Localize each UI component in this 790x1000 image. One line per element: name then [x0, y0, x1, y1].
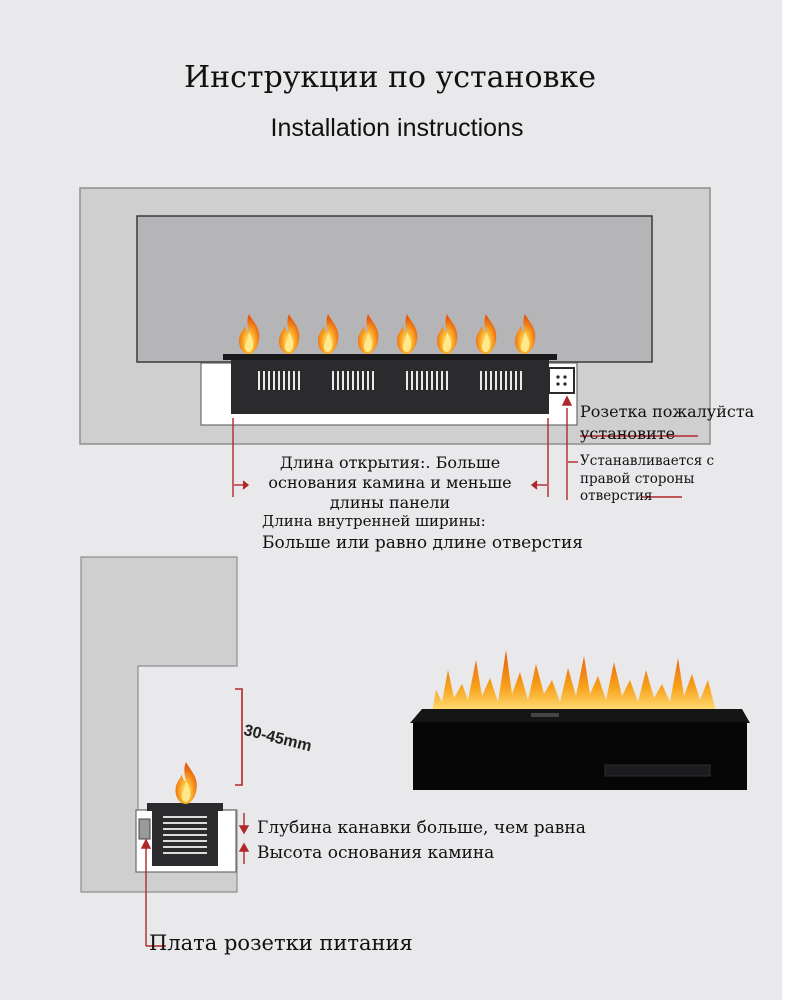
product-render: [410, 650, 750, 790]
inner-width-line2: Больше или равно длине отверстия: [262, 533, 583, 553]
right-side-line3: отверстия: [580, 488, 653, 504]
product-flames: [432, 650, 716, 712]
fireplace-top-edge: [223, 354, 557, 360]
side-unit: [152, 810, 218, 866]
right-side-line2: правой стороны: [580, 471, 695, 487]
vent-icon: [406, 371, 448, 390]
product-handle: [531, 713, 559, 717]
title-ru: Инструкции по установке: [184, 60, 596, 95]
socket-icon: [548, 367, 575, 394]
vent-icon: [480, 371, 522, 390]
socket-label-line1: Розетка пожалуйста: [580, 402, 755, 421]
product-body: [413, 722, 747, 790]
inner-width-line1: Длина внутренней ширины:: [262, 512, 486, 530]
vent-icon: [258, 371, 300, 390]
side-unit-top: [147, 803, 223, 811]
vent-icon: [332, 371, 374, 390]
product-window: [604, 764, 711, 777]
front-view-diagram: [79, 187, 711, 500]
groove-depth-line2: Высота основания камина: [257, 843, 495, 863]
power-board-box: [138, 818, 151, 840]
opening-length-line1: Длина открытия:. Больше: [279, 453, 501, 472]
gap-bracket: [235, 688, 243, 786]
right-side-line1: Устанавливается с: [580, 453, 715, 469]
glass-panel: [136, 215, 653, 363]
power-board-label: Плата розетки питания: [149, 931, 413, 955]
vent-grilles: [258, 371, 522, 390]
flame-icon: [175, 762, 197, 804]
vent-icon: [163, 816, 207, 854]
groove-depth-line1: Глубина канавки больше, чем равна: [257, 818, 586, 838]
title-en: Installation instructions: [270, 114, 524, 142]
product-lid: [410, 709, 750, 723]
opening-length-line3: длины панели: [329, 493, 451, 512]
dimension-markers: [232, 395, 698, 500]
side-section-diagram: [80, 556, 250, 947]
opening-length-line2: основания камина и меньше: [268, 473, 512, 492]
socket-label-line2: установите: [580, 424, 676, 443]
